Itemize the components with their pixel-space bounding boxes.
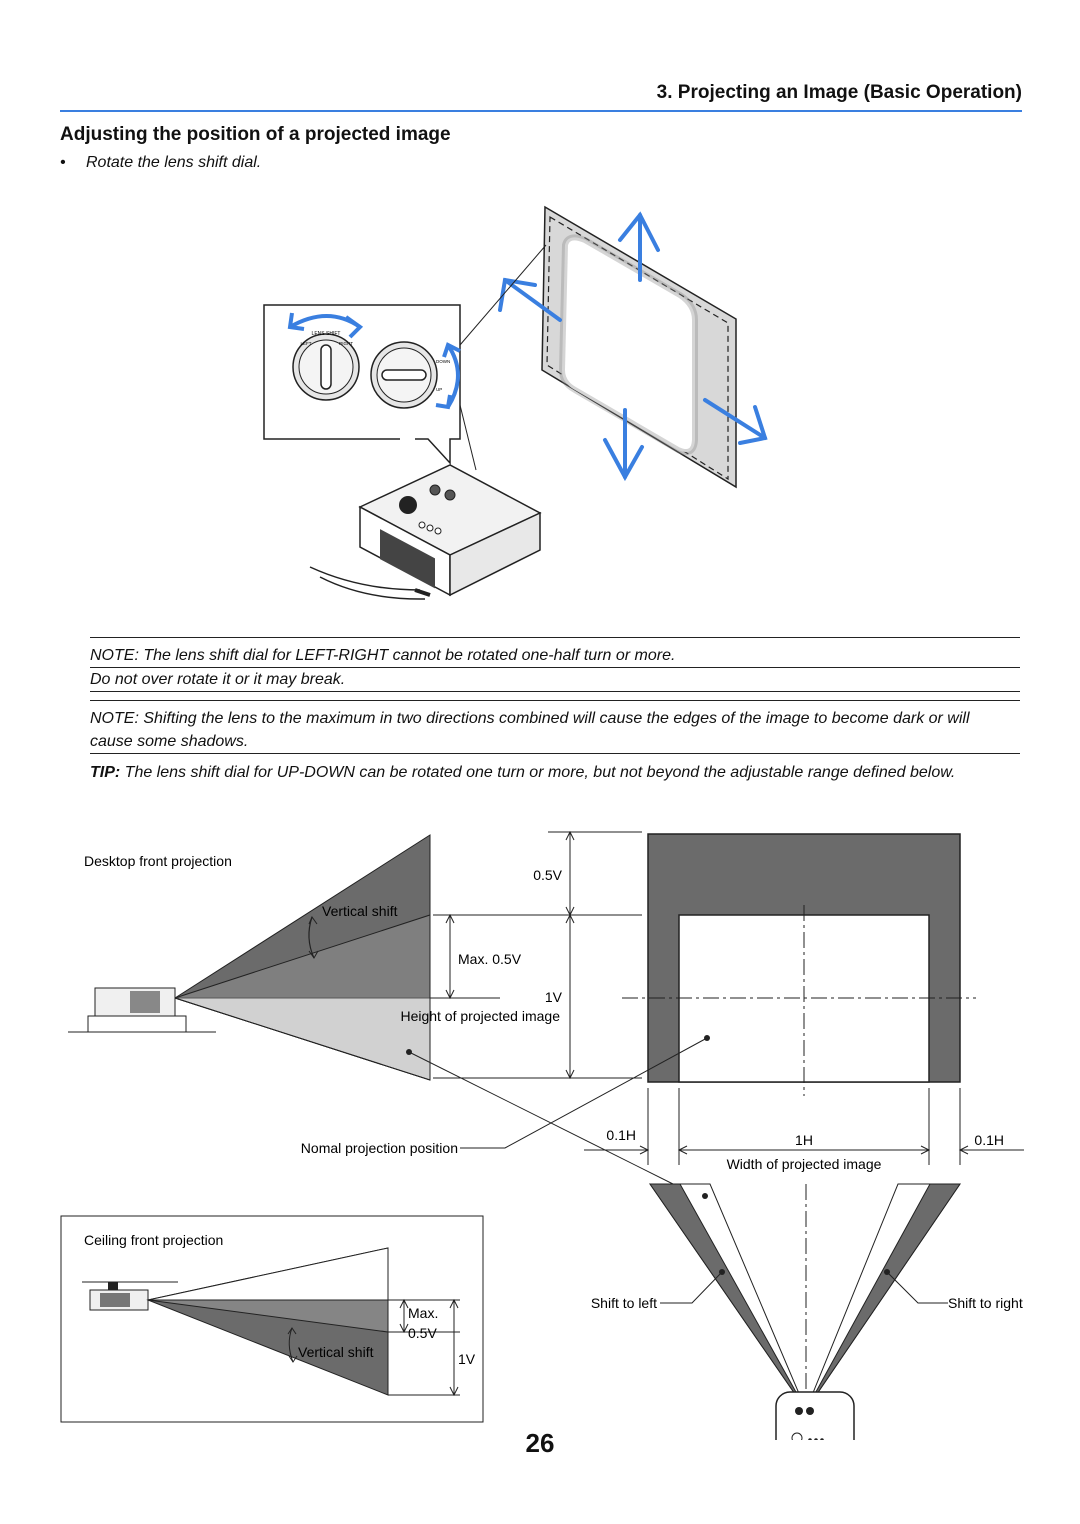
- note-2-line-1: NOTE: Shifting the lens to the maximum i…: [90, 710, 970, 727]
- ceiling-half-v-label: 0.5V: [408, 1325, 437, 1341]
- one-v-label: 1V: [545, 989, 563, 1005]
- note-2: NOTE: Shifting the lens to the maximum i…: [90, 700, 1020, 754]
- note-1-line-2: Do not over rotate it or it may break.: [90, 668, 1020, 692]
- ceiling-front-projection-label: Ceiling front projection: [84, 1232, 223, 1248]
- tip-label: TIP:: [90, 764, 121, 781]
- bullet-text: Rotate the lens shift dial.: [86, 154, 262, 171]
- dial-label-left: LEFT: [300, 341, 311, 346]
- dial-label-lens-shift: LENS SHIFT: [312, 331, 341, 337]
- projected-screen: [541, 205, 737, 489]
- desktop-front-projection-label: Desktop front projection: [84, 853, 232, 869]
- top-view-projector: [775, 1391, 855, 1440]
- section-title: Adjusting the position of a projected im…: [60, 124, 451, 145]
- one-h-label: 1H: [795, 1132, 813, 1148]
- note-1-line-1: NOTE: The lens shift dial for LEFT-RIGHT…: [90, 644, 1020, 668]
- shift-to-right-label: Shift to right: [948, 1295, 1023, 1311]
- height-of-projected-image-label: Height of projected image: [400, 1008, 560, 1024]
- dial-label-up: UP: [436, 387, 442, 392]
- dial-label-right: RIGHT: [339, 341, 353, 346]
- desktop-projector: [68, 987, 216, 1033]
- projector-illustration: [309, 464, 542, 600]
- horizontal-shift-fan: [649, 1183, 961, 1411]
- chapter-title: 3. Projecting an Image (Basic Operation): [60, 82, 1022, 112]
- tip: TIP: The lens shift dial for UP-DOWN can…: [90, 764, 1030, 782]
- note-2-line-2: cause some shadows.: [90, 730, 1020, 754]
- max-half-v-label: Max. 0.5V: [458, 951, 522, 967]
- shift-range-diagram: Desktop front projection Vertical shift …: [60, 830, 1024, 1440]
- ceiling-projection-box: [60, 1215, 484, 1423]
- dial-callout: LENS SHIFT LEFT RIGHT DOWN UP: [263, 244, 547, 471]
- page-number: 26: [525, 1428, 555, 1458]
- shift-range-screen: [622, 833, 976, 1096]
- ceiling-max-label: Max.: [408, 1305, 438, 1321]
- point-one-h-left-label: 0.1H: [606, 1127, 636, 1143]
- ceiling-vertical-shift-label: Vertical shift: [298, 1344, 374, 1360]
- ceiling-projector: [82, 1281, 178, 1311]
- tip-text: The lens shift dial for UP-DOWN can be r…: [120, 764, 956, 781]
- bullet-dot-icon: •: [60, 154, 66, 171]
- normal-projection-position-label: Nomal projection position: [301, 1140, 458, 1156]
- instruction-bullet: • Rotate the lens shift dial.: [60, 154, 261, 172]
- point-one-h-right-label: 0.1H: [974, 1132, 1004, 1148]
- ceiling-one-v-label: 1V: [458, 1351, 476, 1367]
- vertical-shift-label: Vertical shift: [322, 903, 398, 919]
- dial-label-down: DOWN: [436, 359, 450, 364]
- shift-arrows: [498, 211, 768, 482]
- shift-to-left-label: Shift to left: [591, 1295, 657, 1311]
- width-of-projected-image-label: Width of projected image: [727, 1156, 882, 1172]
- note-1: NOTE: The lens shift dial for LEFT-RIGHT…: [90, 637, 1020, 692]
- lens-shift-illustration: LENS SHIFT LEFT RIGHT DOWN UP: [263, 205, 768, 600]
- half-v-label: 0.5V: [533, 867, 562, 883]
